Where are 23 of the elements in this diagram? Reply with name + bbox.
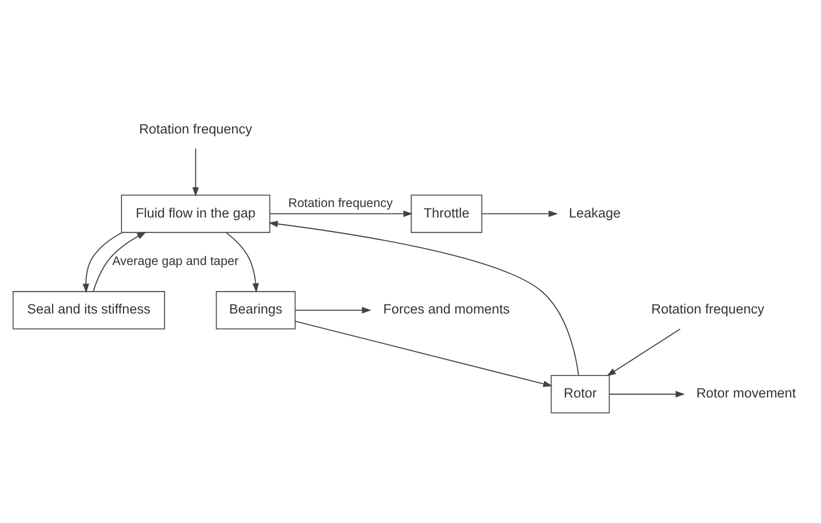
arrow <box>294 306 371 313</box>
arrow <box>481 210 558 217</box>
node-text: Forces and moments <box>382 301 510 316</box>
node-text: Rotation frequency <box>138 120 252 136</box>
arrow <box>269 210 412 217</box>
arrow <box>225 232 258 292</box>
node-text: Rotation frequency <box>650 301 764 316</box>
node-box: Bearings <box>215 290 296 329</box>
arrow <box>606 328 680 376</box>
node-box: Rotor <box>550 374 610 413</box>
arrow <box>268 220 579 375</box>
edge-label: Rotation frequency <box>288 196 392 210</box>
node-box: Fluid flow in the gap <box>120 194 270 232</box>
node-text: Rotor movement <box>696 385 796 400</box>
edge-label: Average gap and taper <box>112 254 238 268</box>
node-box: Throttle <box>410 194 482 232</box>
arrow <box>294 320 552 387</box>
arrow <box>608 390 684 397</box>
node-box: Seal and its stiffness <box>12 290 165 329</box>
arrow <box>92 231 146 292</box>
arrow <box>192 148 198 196</box>
arrow <box>82 232 122 293</box>
node-text: Leakage <box>568 204 620 220</box>
